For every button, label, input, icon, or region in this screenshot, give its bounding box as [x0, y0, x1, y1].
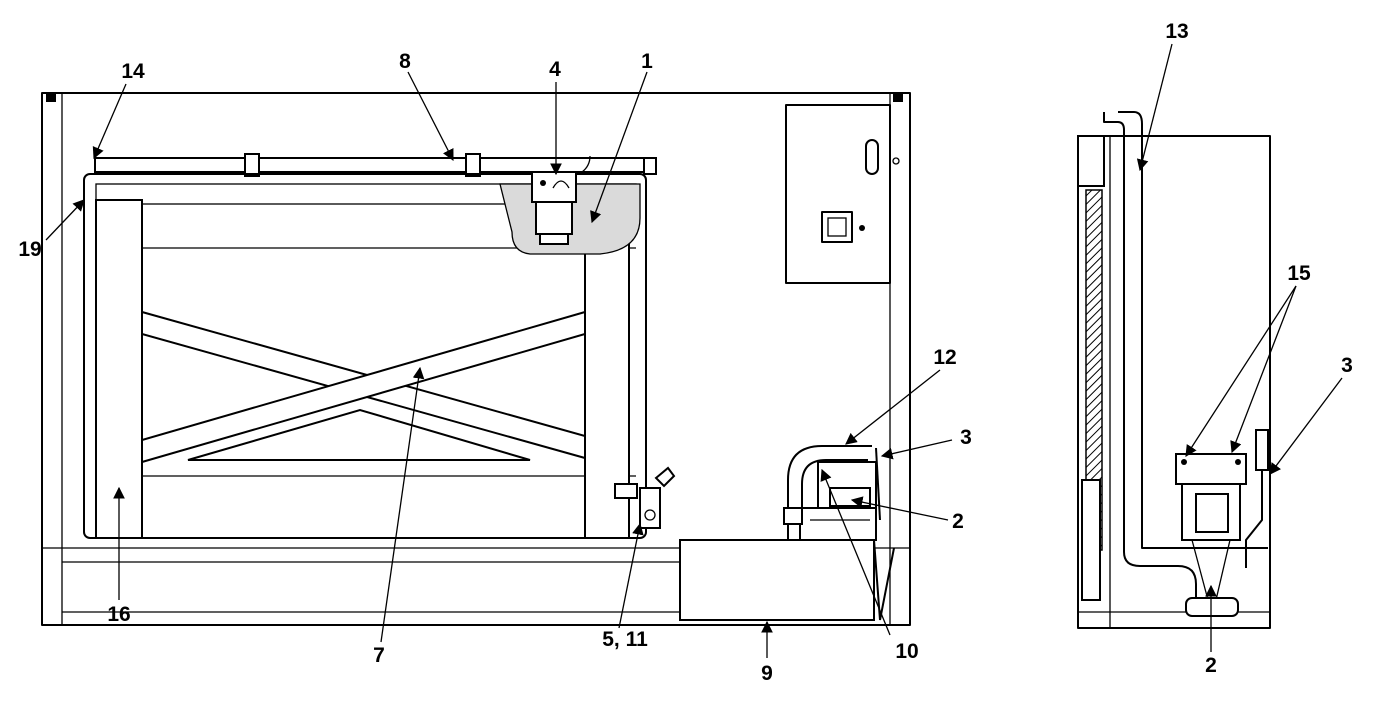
- drain-pan: [679, 539, 875, 621]
- callout-19: 19: [18, 238, 41, 261]
- callout-1: 1: [641, 50, 653, 73]
- pump-bracket: [1175, 453, 1247, 485]
- callout-2-side: 2: [1205, 654, 1217, 677]
- callout-2-front: 2: [952, 510, 964, 533]
- side-housing: [1077, 135, 1271, 629]
- callout-9: 9: [761, 662, 773, 685]
- top-rail: [94, 157, 651, 173]
- callout-16: 16: [107, 603, 130, 626]
- callout-15: 15: [1287, 262, 1311, 285]
- x-brace: [141, 310, 586, 464]
- side-view: [1077, 111, 1271, 629]
- callout-13: 13: [1165, 20, 1188, 43]
- callout-14: 14: [121, 60, 145, 83]
- callout-3-side: 3: [1341, 354, 1353, 377]
- right-post: [584, 199, 630, 539]
- callout-labels: 14 8 4 1 19 16 7 5, 11 9 10 12 3 2 13 15…: [18, 20, 1353, 685]
- callout-5-11: 5, 11: [602, 628, 648, 651]
- callout-8: 8: [399, 50, 411, 73]
- control-panel: [785, 104, 900, 284]
- leaders: [45, 43, 1343, 658]
- callout-4: 4: [549, 58, 561, 81]
- front-housing: [41, 92, 911, 626]
- callout-7: 7: [373, 644, 385, 667]
- switch-cluster: [499, 155, 641, 255]
- callout-10: 10: [895, 640, 918, 663]
- front-view: [41, 92, 911, 626]
- latch: [614, 466, 676, 529]
- callout-12: 12: [933, 346, 956, 369]
- callout-3-front: 3: [960, 426, 972, 449]
- left-post: [95, 199, 143, 539]
- filter-frame: [83, 173, 647, 539]
